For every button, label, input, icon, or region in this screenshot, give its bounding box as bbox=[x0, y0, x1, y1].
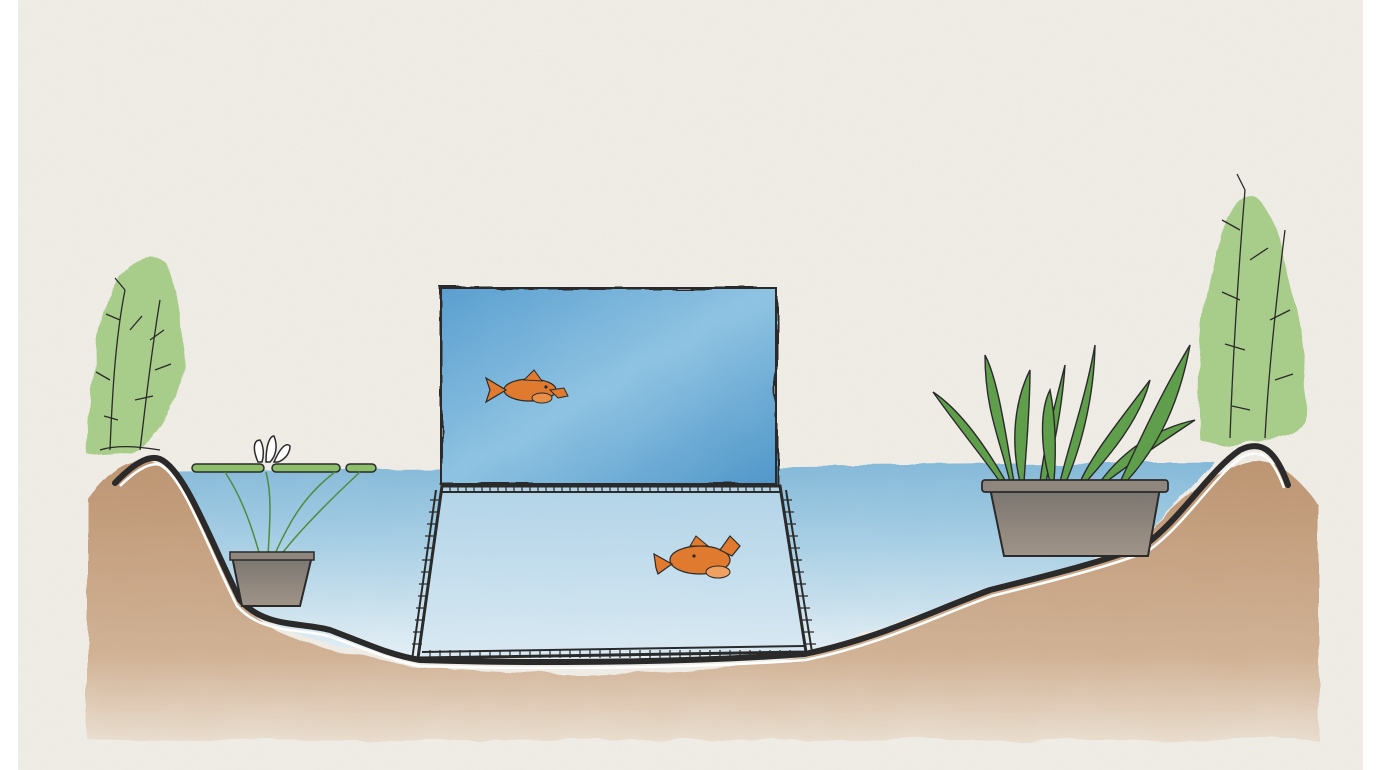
lily-pot-rim bbox=[230, 552, 314, 560]
underwater-fish-cage bbox=[412, 486, 816, 660]
marginal-pot-rim bbox=[982, 480, 1168, 492]
marginal-pot bbox=[990, 488, 1160, 556]
lily-pot bbox=[232, 556, 312, 606]
lily-pads bbox=[192, 464, 376, 472]
